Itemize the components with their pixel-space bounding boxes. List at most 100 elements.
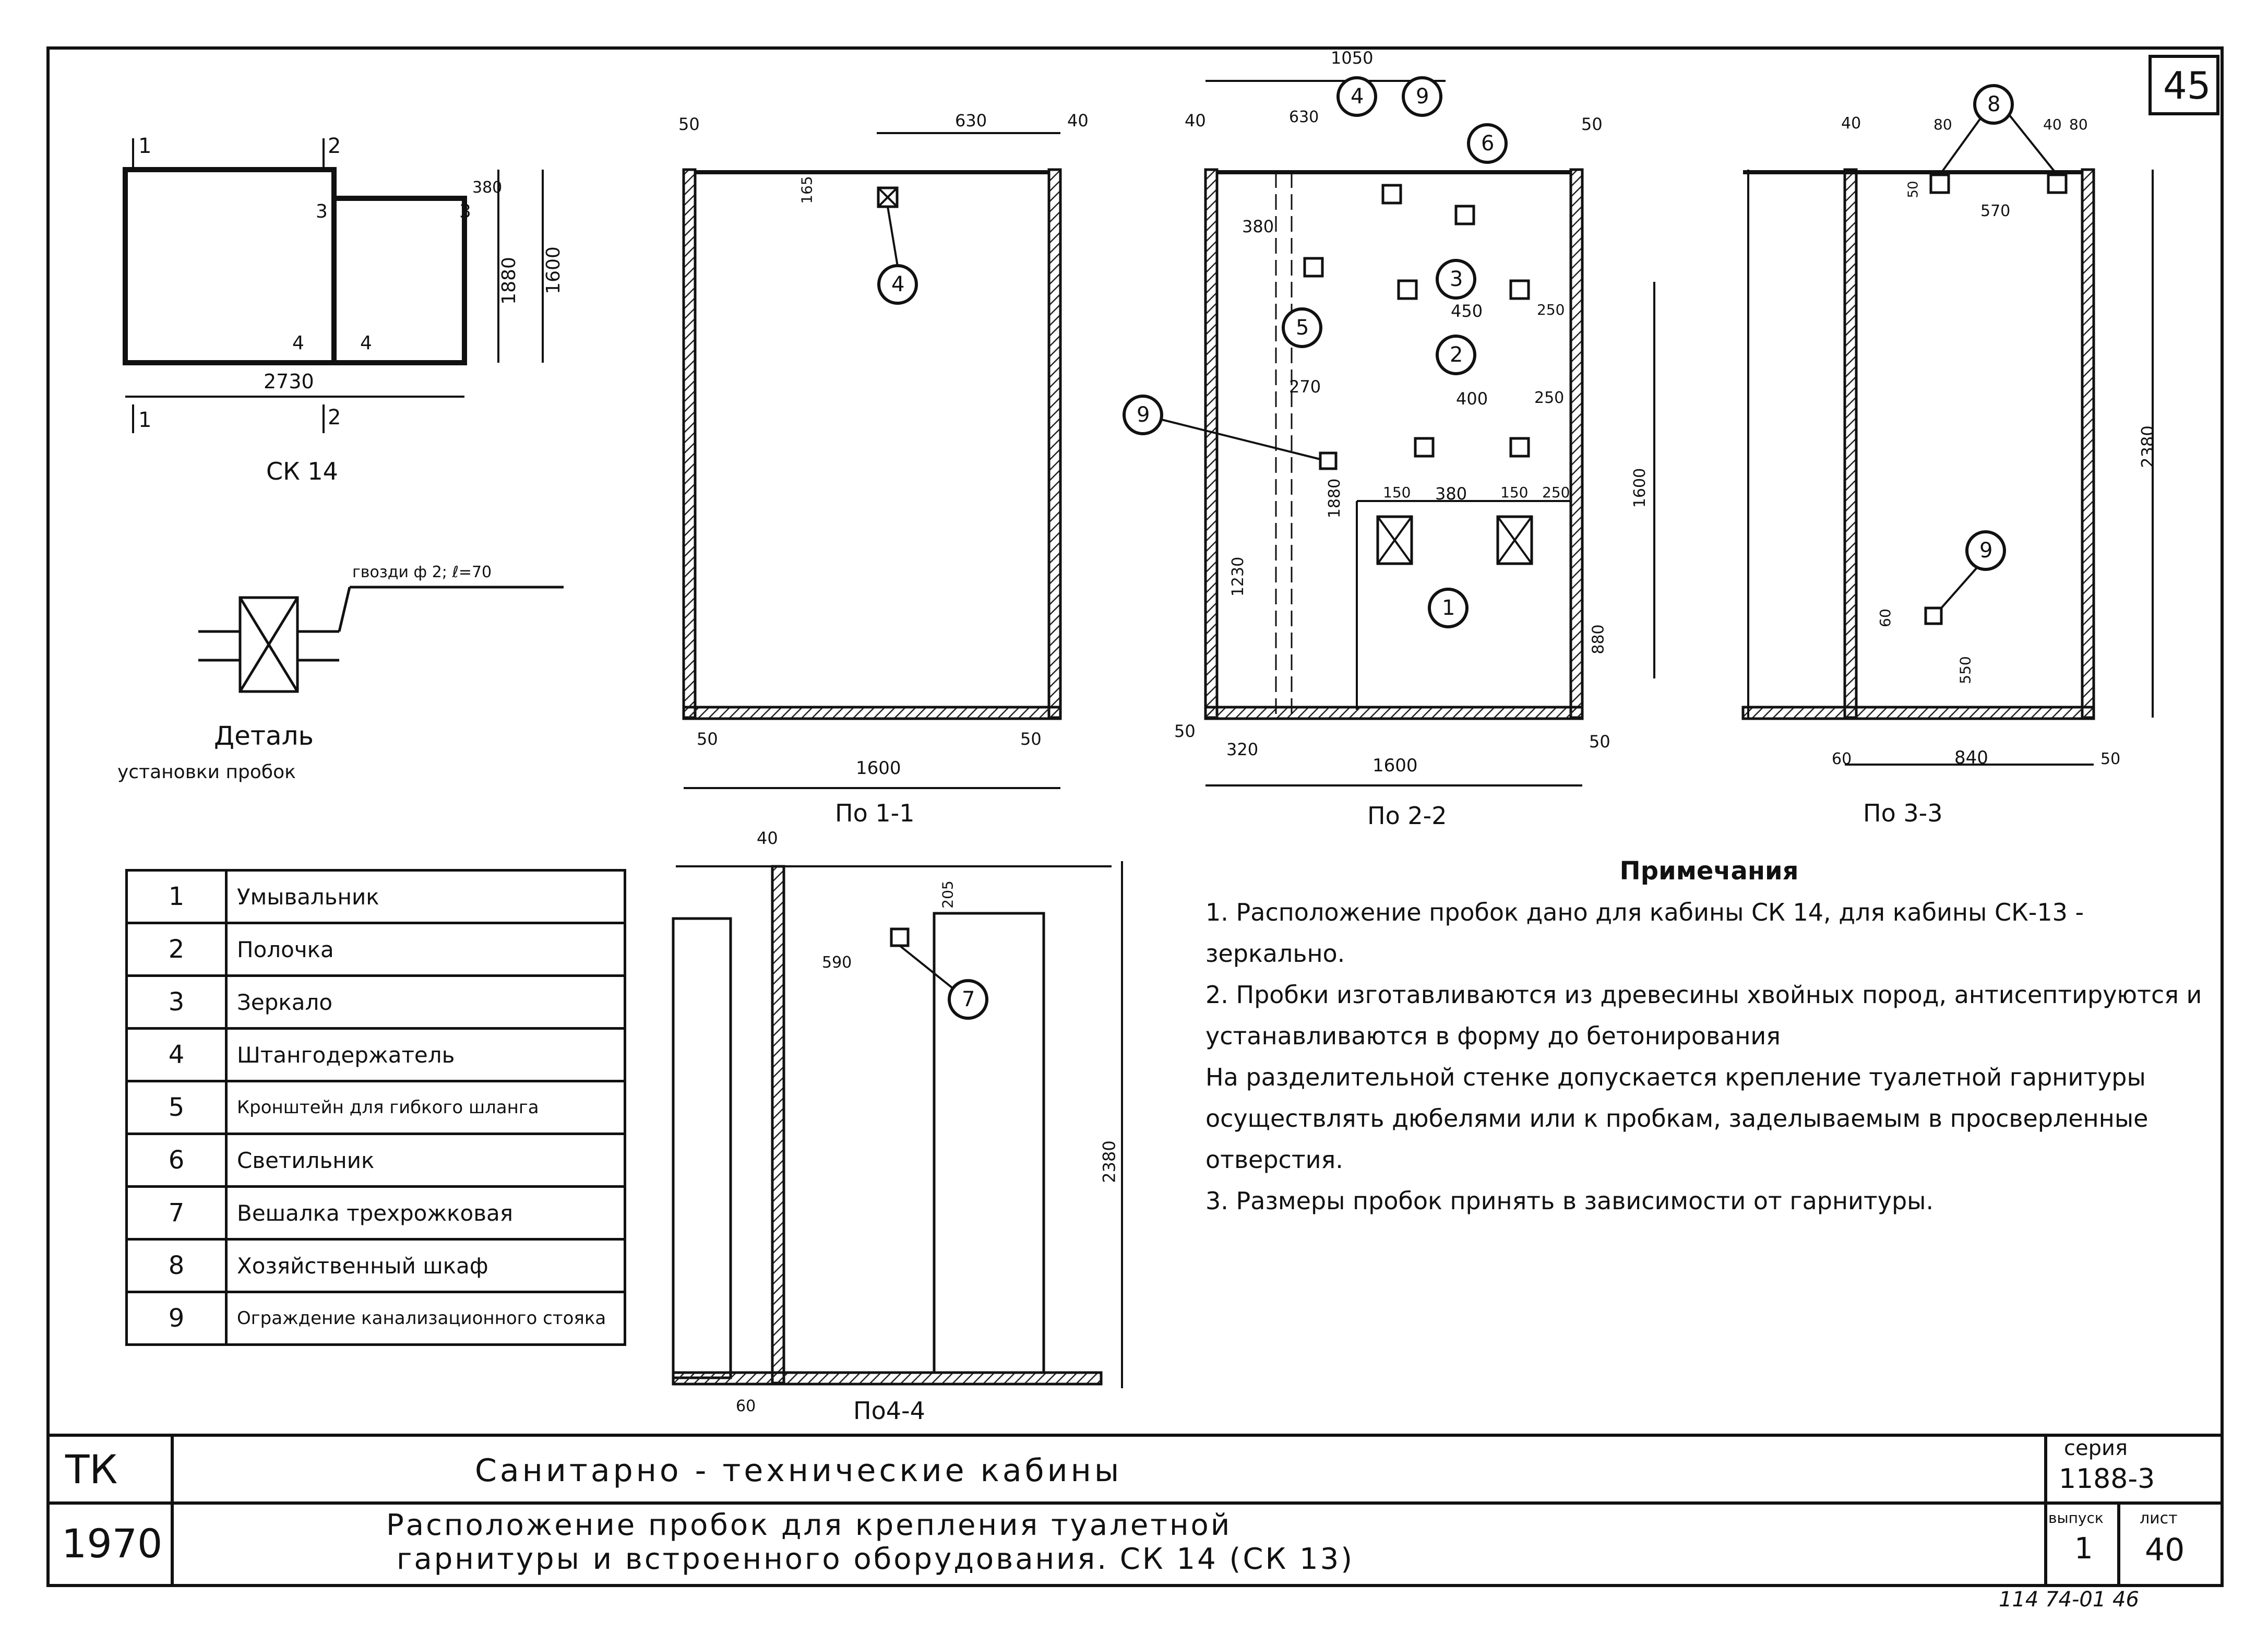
detail-title: Деталь (214, 721, 314, 751)
s44-caption: По4-4 (853, 1397, 925, 1425)
s11-callout-4: 4 (891, 272, 905, 296)
s22-callout-6: 6 (1481, 132, 1495, 156)
s33-dim-80-a: 80 (1933, 116, 1952, 133)
s22-callout-4: 4 (1351, 85, 1364, 109)
title-block-series-label: серия (2064, 1436, 2128, 1460)
legend-name: Зеркало (225, 974, 626, 1030)
s22-dim-50-top: 50 (1581, 114, 1603, 134)
s33-dim-40-a: 40 (1841, 114, 1861, 133)
legend-name: Штангодержатель (225, 1027, 626, 1082)
s22-dim-630: 630 (1289, 108, 1319, 126)
legend-num: 3 (125, 974, 228, 1030)
s44-dim-590: 590 (822, 953, 852, 972)
s22-callout-9-top: 9 (1416, 85, 1429, 109)
s22-dim-1600: 1600 (1372, 755, 1418, 776)
s22-dim-1050: 1050 (1331, 48, 1374, 68)
section-1-1 (682, 132, 1062, 789)
legend-name: Полочка (225, 922, 626, 977)
s33-dim-570: 570 (1980, 202, 2011, 220)
legend-num: 9 (125, 1291, 228, 1346)
s22-dim-880: 880 (1589, 624, 1608, 654)
plan-mark-3-left: 3 (316, 201, 328, 222)
plan-caption: СК 14 (266, 457, 338, 485)
s33-dim-2380: 2380 (2138, 425, 2158, 468)
s22-dim-1880: 1880 (1326, 478, 1344, 519)
title-block-sheet-label: лист (2140, 1509, 2178, 1528)
plan-sk14 (123, 138, 544, 433)
s11-dim-630: 630 (955, 111, 987, 130)
s44-dim-205: 205 (939, 880, 957, 909)
legend-num: 2 (125, 922, 228, 977)
plan-mark-2-top: 2 (328, 134, 341, 158)
s33-dim-840: 840 (1954, 747, 1988, 768)
callouts-s22 (1123, 76, 1508, 628)
legend-name: Вешалка трехрожковая (225, 1185, 626, 1241)
plan-mark-1-top: 1 (138, 134, 152, 158)
s11-dim-165: 165 (798, 176, 816, 204)
detail-nail-label: гвозди ф 2; ℓ=70 (352, 563, 492, 581)
s11-dim-50-left: 50 (697, 729, 718, 749)
s22-dim-150-a: 150 (1383, 484, 1411, 501)
plan-height-dim-1: 1880 (498, 257, 520, 305)
legend-num: 7 (125, 1185, 228, 1241)
plan-height-dim-2: 1600 (542, 246, 564, 294)
s33-dim-40-b: 40 (2043, 116, 2062, 133)
s33-dim-50: 50 (1905, 181, 1921, 198)
title-block-tk: ТК (65, 1446, 118, 1493)
s11-dim-50-right: 50 (1020, 729, 1042, 749)
legend-num: 6 (125, 1133, 228, 1188)
s22-dim-150-b: 150 (1500, 484, 1529, 501)
s22-dim-250-a: 250 (1537, 301, 1565, 318)
s33-dim-60: 60 (1832, 750, 1852, 768)
s22-dim-270: 270 (1289, 377, 1321, 397)
callout-7-s44 (948, 979, 988, 1020)
s11-dim-40: 40 (1067, 111, 1089, 130)
s33-dim-80-b: 80 (2069, 116, 2088, 133)
s22-dim-250-c: 250 (1542, 484, 1570, 501)
title-block-sheet-value: 40 (2145, 1532, 2185, 1568)
section-2-2 (1142, 80, 1655, 786)
s33-caption: По 3-3 (1863, 799, 1943, 827)
legend-name: Кронштейн для гибкого шланга (225, 1080, 626, 1135)
title-block-title2-line1: Расположение пробок для крепления туалет… (386, 1508, 1232, 1542)
s33-dim-50-b: 50 (2100, 750, 2121, 768)
legend-name: Светильник (225, 1133, 626, 1188)
s22-dim-380-b: 380 (1435, 484, 1467, 504)
section-4-4 (672, 861, 1123, 1388)
title-block-issue-value: 1 (2074, 1532, 2093, 1566)
s22-dim-40: 40 (1185, 111, 1206, 130)
callouts-s33 (1965, 84, 2014, 571)
note-item-3: 3. Размеры пробок принять в зависимости … (1205, 1187, 1934, 1215)
s22-dim-380: 380 (1242, 217, 1274, 236)
callout-4-s11 (877, 264, 918, 305)
legend-name: Хозяйственный шкаф (225, 1238, 626, 1293)
s22-dim-450: 450 (1451, 301, 1483, 321)
plan-mark-3-right: 3 (459, 201, 471, 222)
s33-callout-9: 9 (1979, 539, 1993, 563)
plan-mark-1-bot: 1 (138, 408, 152, 432)
s44-dim-2380: 2380 (1099, 1140, 1119, 1183)
s44-dim-60: 60 (736, 1397, 756, 1415)
detail-subtitle: установки пробок (117, 761, 296, 783)
s11-dim-50-top: 50 (678, 114, 700, 134)
legend-num: 8 (125, 1238, 228, 1293)
note-item-2b: На разделительной стенке допускается кре… (1205, 1063, 2148, 1174)
s22-caption: По 2-2 (1367, 802, 1447, 830)
sheet-border (46, 46, 2224, 1587)
legend-num: 1 (125, 869, 228, 924)
title-block-year: 1970 (62, 1520, 163, 1567)
legend-name: Умывальник (225, 869, 626, 924)
legend-num: 5 (125, 1080, 228, 1135)
plan-mark-4-left: 4 (292, 332, 304, 354)
title-block-lines (48, 1434, 2222, 1586)
